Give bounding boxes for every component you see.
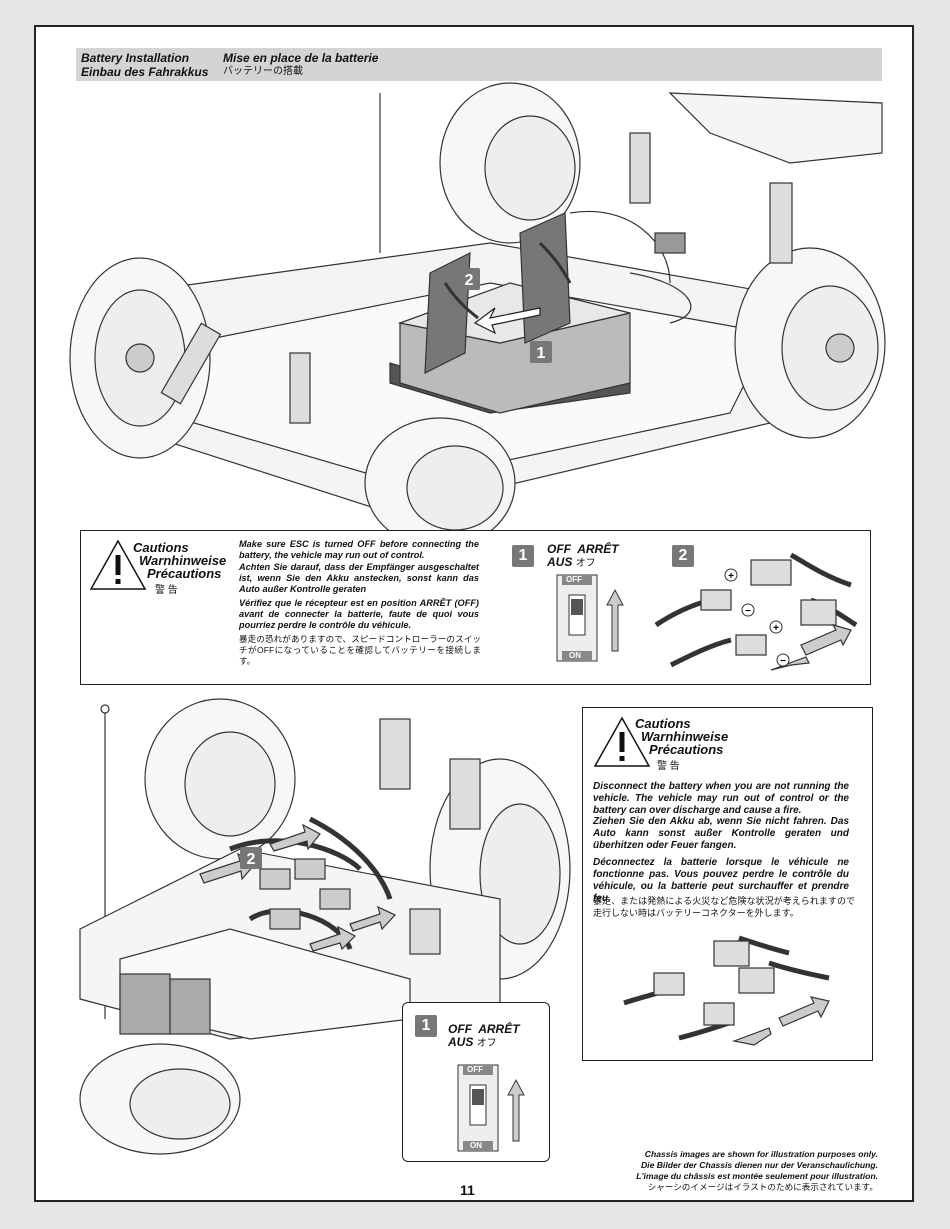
page-number: 11	[460, 1182, 475, 1198]
inset-esc-switch-icon	[457, 1064, 525, 1152]
connector-disconnect-illustration	[623, 935, 830, 1046]
switch-label: OFF ARRÊT AUS オフ	[547, 543, 619, 570]
caution2-title-de: Warnhinweise	[641, 729, 729, 744]
footnote-fr: L'image du châssis est montée seulement …	[636, 1171, 878, 1181]
step-2b-label: 2	[247, 851, 256, 868]
caution-text-en-b: before connecting the battery, the vehic…	[239, 539, 479, 560]
footnote-de: Die Bilder der Chassis dienen nur der Ve…	[640, 1160, 878, 1170]
inset-switch-label-ja: オフ	[476, 1038, 497, 1049]
caution2-text-fr: Déconnectez la batterie lorsque le véhic…	[593, 857, 849, 904]
switch-on-text: ON	[569, 651, 581, 660]
title-ja: バッテリーの搭載	[223, 66, 303, 77]
plus-label-1: +	[728, 571, 734, 582]
caution-text-ja: 暴走の恐れがありますので、スピードコントローラーのスイッチがOFFになっているこ…	[239, 634, 481, 666]
caution-text-fr: Vérifiez que le récepteur est en positio…	[239, 598, 479, 630]
battery-disconnect-illustration: 2	[79, 698, 571, 1155]
inset-switch-label: OFF ARRÊT AUS オフ	[448, 1023, 520, 1050]
caution2-text-ja: 暴走、または発熱による火災など危険な状況が考えられますので走行しない時はバッテリ…	[593, 896, 855, 918]
minus-label-2: −	[780, 656, 786, 667]
caution2-title-ja: 警 告	[657, 761, 680, 772]
caution-title-de: Warnhinweise	[139, 553, 227, 568]
caution2-title-fr: Précautions	[649, 742, 724, 757]
minus-label-1: −	[745, 606, 751, 617]
esc-switch-icon	[556, 574, 624, 662]
switch-step-badge: 1	[512, 545, 534, 567]
caution-text-de: Achten Sie darauf, dass der Empfänger au…	[239, 562, 479, 594]
switch-off-text: OFF	[566, 575, 582, 584]
section-header: Battery Installation Mise en place de la…	[76, 48, 882, 81]
step-badge-1	[530, 341, 552, 363]
step-badge-2b	[240, 847, 262, 869]
title-en: Battery Installation	[81, 51, 190, 65]
caution2-text-en: Disconnect the battery when you are not …	[593, 781, 849, 816]
inset-switch-label-aus: AUS	[448, 1035, 474, 1049]
switch-inset: 1 OFF ARRÊT AUS オフ OFF ON	[402, 1002, 550, 1162]
title-fr: Mise en place de la batterie	[223, 51, 379, 65]
caution-box-esc: Cautions Warnhinweise Précautions 警 告 Ma…	[80, 530, 871, 685]
footnote-en: Chassis images are shown for illustratio…	[644, 1149, 878, 1159]
warning-triangle-icon-2	[593, 716, 651, 767]
step-2-label: 2	[465, 272, 474, 289]
switch-label-line1: OFF ARRÊT	[547, 542, 619, 556]
caution-title-en: Cautions	[133, 540, 189, 555]
switch-label-ja: オフ	[575, 558, 596, 569]
switch-label-aus: AUS	[547, 555, 573, 569]
connector-illustration: + − + −	[654, 552, 858, 671]
caution-box-disconnect: Cautions Warnhinweise Précautions 警 告 Di…	[582, 707, 873, 1061]
caution2-text-de: Ziehen Sie den Akku ab, wenn Sie nicht f…	[593, 816, 849, 851]
caution-text-en-off: OFF	[357, 539, 376, 549]
inset-switch-label-line1: OFF ARRÊT	[448, 1022, 520, 1036]
warning-triangle-icon	[89, 539, 147, 590]
step-1-label: 1	[537, 345, 546, 362]
title-de: Einbau des Fahrakkus	[81, 65, 209, 79]
caution-title-fr: Précautions	[147, 566, 222, 581]
footnote-ja: シャーシのイメージはイラストのために表示されています。	[647, 1182, 878, 1192]
step-badge-2	[458, 268, 480, 290]
plus-label-2: +	[773, 623, 779, 634]
caution-text-en-a: Make sure ESC is turned	[239, 539, 358, 549]
battery-install-illustration: 2 1	[69, 82, 886, 549]
caution2-title-en: Cautions	[635, 716, 691, 731]
inset-switch-off-text: OFF	[467, 1065, 483, 1074]
connector-step-badge: 2	[672, 545, 694, 567]
inset-switch-on-text: ON	[470, 1141, 482, 1150]
inset-step-badge: 1	[415, 1015, 437, 1037]
manual-page: Battery Installation Mise en place de la…	[34, 25, 914, 1202]
caution-title-ja: 警 告	[155, 585, 178, 596]
caution-text-en: Make sure ESC is turned OFF before conne…	[239, 539, 479, 561]
